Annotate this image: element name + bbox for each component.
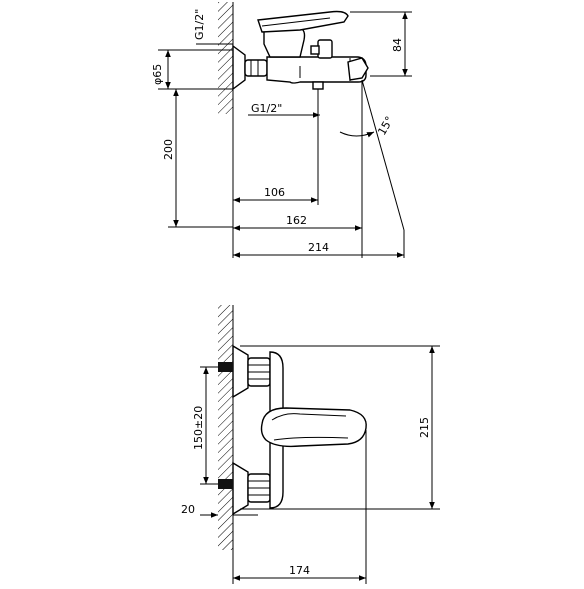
wall-hatch-side bbox=[218, 305, 233, 550]
label-centers: 150±20 bbox=[192, 406, 205, 450]
diverter-knob bbox=[317, 39, 333, 59]
label-diameter: φ65 bbox=[151, 64, 164, 85]
upper-pipe-stub bbox=[218, 362, 233, 372]
label-dim-outlet: 106 bbox=[264, 186, 285, 199]
shower-outlet bbox=[312, 81, 324, 90]
label-dim-spout: 162 bbox=[286, 214, 307, 227]
lower-flange bbox=[232, 461, 249, 516]
label-height-side: 215 bbox=[418, 417, 431, 438]
label-thread-bottom: G1/2" bbox=[251, 102, 282, 115]
label-thread-left: G1/2" bbox=[193, 9, 206, 40]
mixer-body bbox=[266, 56, 367, 84]
top-view: G1/2" φ65 84 G1/2" 15° 200 106 bbox=[151, 2, 412, 258]
label-height-top: 84 bbox=[391, 38, 404, 52]
lower-pipe-stub bbox=[218, 479, 233, 489]
wall-hatch-top bbox=[218, 2, 233, 114]
upper-flange bbox=[232, 344, 249, 399]
cartridge-housing bbox=[263, 27, 306, 58]
label-angle: 15° bbox=[375, 114, 396, 137]
side-view: 150±20 215 20 174 bbox=[181, 305, 440, 584]
label-wall-offset: 20 bbox=[181, 503, 195, 516]
lever-handle bbox=[257, 10, 349, 33]
wall-flange bbox=[232, 44, 246, 91]
side-lever bbox=[260, 407, 367, 448]
spout bbox=[347, 57, 369, 81]
label-dim-total: 214 bbox=[308, 241, 329, 254]
inlet-nut bbox=[244, 59, 268, 77]
label-wall-drop: 200 bbox=[162, 139, 175, 160]
label-depth: 174 bbox=[289, 564, 310, 577]
